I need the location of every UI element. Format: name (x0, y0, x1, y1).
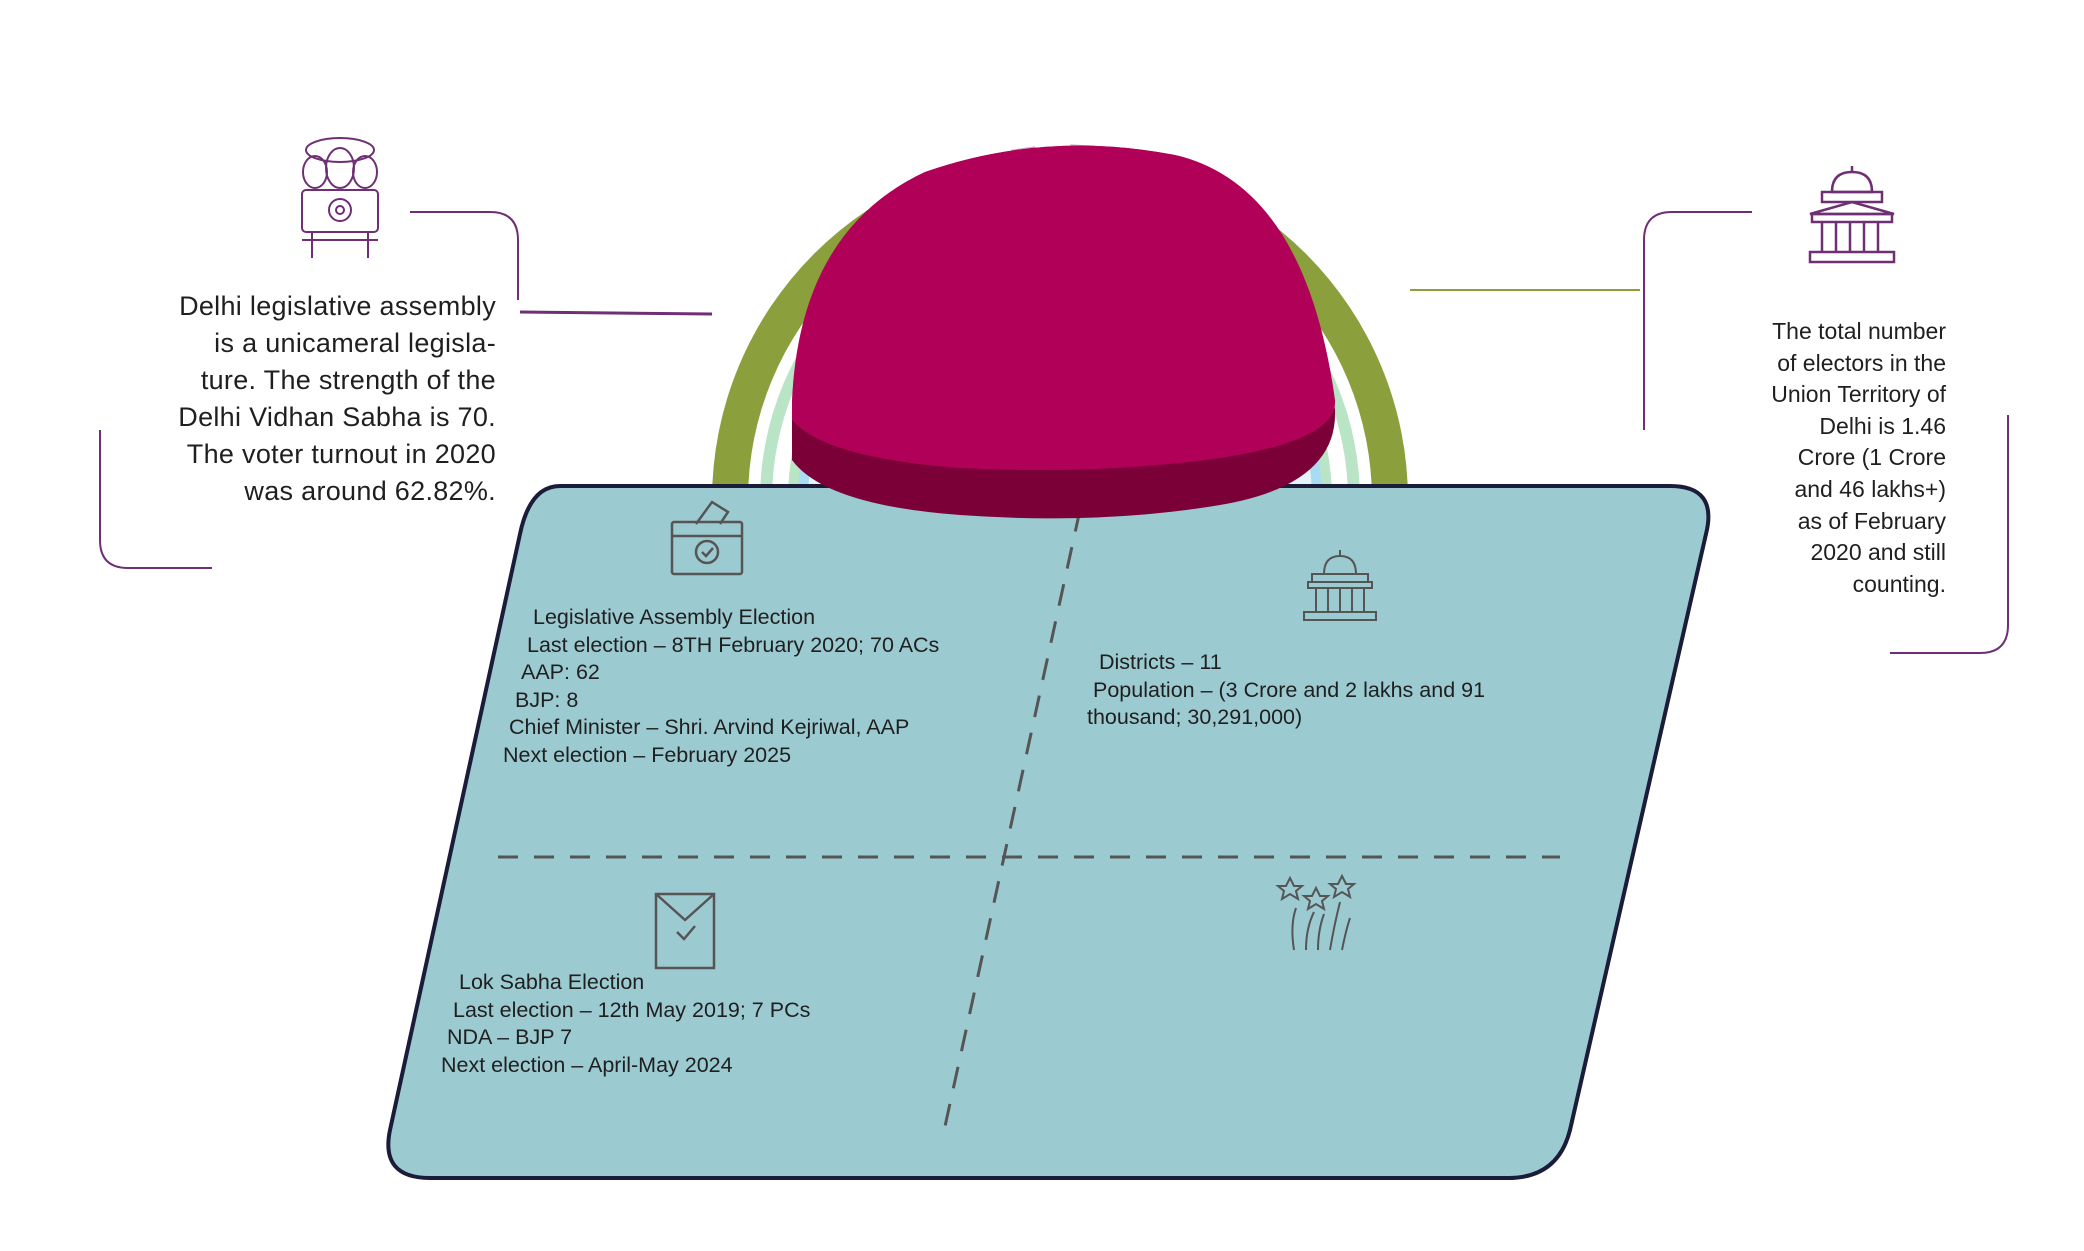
assembly-bjp: BJP: 8 (515, 687, 579, 712)
lok-sabha-next-election: Next election – April-May 2024 (441, 1052, 733, 1077)
left-description-line: Delhi Vidhan Sabha is 70. (178, 402, 496, 432)
assembly-title: Legislative Assembly Election (533, 605, 816, 629)
districts-count: Districts – 11 (1099, 650, 1222, 674)
fireworks-icon (1275, 873, 1357, 951)
left-description-line: was around 62.82%. (244, 476, 496, 506)
assembly-election-block: Legislative Assembly Election Last elect… (503, 604, 939, 769)
population-line-1: Population – (3 Crore and 2 lakhs and 91 (1093, 677, 1486, 702)
info-board (386, 484, 1711, 1180)
lok-sabha-block: Lok Sabha Election Last election – 12th … (441, 969, 810, 1079)
left-description-line: ture. The strength of the (200, 365, 496, 395)
lok-sabha-title: Lok Sabha Election (459, 970, 645, 994)
lok-sabha-last-election: Last election – 12th May 2019; 7 PCs (453, 997, 811, 1022)
left-description-line: is a unicameral legisla- (214, 328, 496, 358)
right-description-line: Union Territory of (1771, 381, 1946, 408)
lok-sabha-nda: NDA – BJP 7 (447, 1025, 573, 1049)
parliament-building-icon (1808, 166, 1896, 264)
assembly-aap: AAP: 62 (521, 660, 600, 684)
assembly-next-election: Next election – February 2025 (503, 742, 792, 767)
right-description-line: as of February (1797, 507, 1946, 534)
vertical-divider (940, 509, 1082, 1141)
dome-top (792, 145, 1336, 471)
assembly-cm: Chief Minister – Shri. Arvind Kejriwal, … (509, 715, 910, 739)
voting-envelope-icon (654, 892, 716, 970)
right-bracket (1643, 211, 2009, 654)
right-description-line: The total number (1772, 318, 1946, 344)
left-description-line: The voter turnout in 2020 (186, 439, 496, 469)
assembly-last-election: Last election – 8TH February 2020; 70 AC… (527, 632, 940, 657)
right-description: The total number of electors in the Unio… (1700, 316, 1946, 600)
right-description-line: of electors in the (1777, 349, 1946, 376)
government-building-icon (1303, 550, 1377, 621)
left-connector (519, 310, 713, 316)
left-description: Delhi legislative assembly is a unicamer… (120, 288, 496, 510)
right-description-line: counting. (1852, 570, 1946, 597)
assembly-dome (792, 145, 1336, 519)
districts-block: Districts – 11 Population – (3 Crore and… (1087, 649, 1485, 732)
population-line-2: thousand; 30,291,000) (1087, 705, 1303, 729)
ballot-box-icon (670, 500, 744, 576)
state-emblem-icon (301, 137, 379, 258)
left-bracket (99, 211, 519, 569)
right-description-line: and 46 lakhs+) (1794, 475, 1946, 502)
right-description-line: 2020 and still (1810, 539, 1946, 566)
right-description-line: Crore (1 Crore (1797, 444, 1946, 471)
right-description-line: Delhi is 1.46 (1819, 412, 1946, 439)
left-description-line: Delhi legislative assembly (179, 291, 496, 321)
connector-lines (519, 289, 1640, 316)
